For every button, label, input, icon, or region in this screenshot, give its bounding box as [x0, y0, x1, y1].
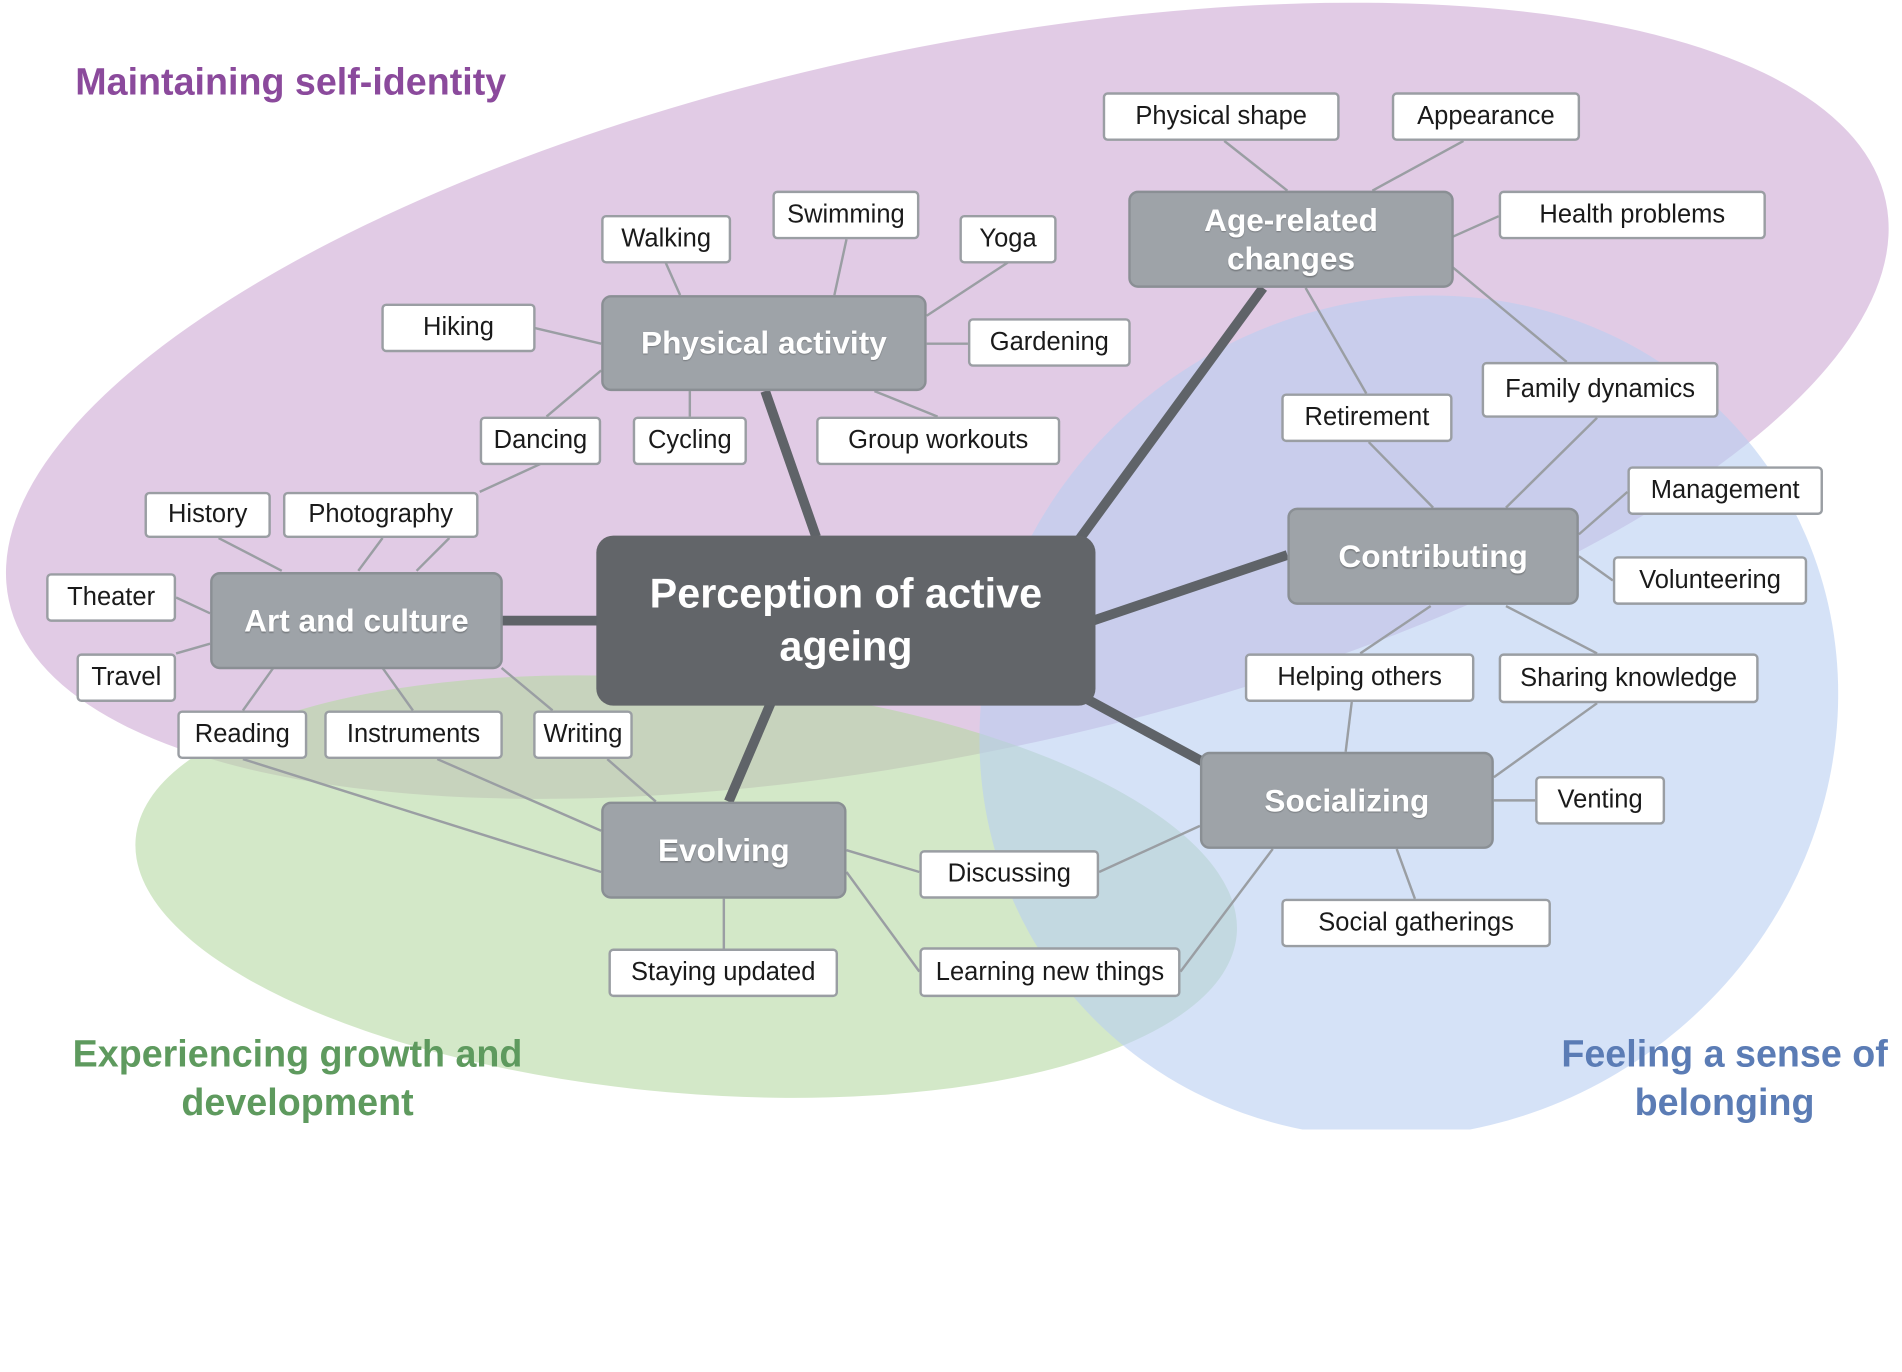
item-instruments: Instruments [324, 710, 503, 760]
item-sharing-knowledge: Sharing knowledge [1498, 653, 1759, 704]
item-dancing: Dancing [479, 416, 602, 466]
item-management: Management [1627, 466, 1823, 515]
theme-physical-activity: Physical activity [601, 295, 927, 392]
item-physical-shape: Physical shape [1102, 92, 1340, 141]
item-learning-new-things: Learning new things [919, 947, 1181, 998]
item-helping-others: Helping others [1244, 653, 1475, 702]
item-staying-updated: Staying updated [608, 948, 839, 998]
item-history: History [144, 491, 271, 539]
item-gardening: Gardening [967, 318, 1131, 367]
item-cycling: Cycling [632, 416, 747, 466]
item-writing: Writing [533, 710, 633, 760]
item-photography: Photography [282, 491, 479, 539]
item-volunteering: Volunteering [1612, 556, 1808, 605]
theme-socializing: Socializing [1199, 751, 1494, 849]
domain-label-growth: Experiencing growth and development [72, 1032, 523, 1124]
item-discussing: Discussing [919, 850, 1100, 899]
item-appearance: Appearance [1391, 92, 1581, 141]
item-theater: Theater [46, 573, 177, 622]
item-swimming: Swimming [772, 190, 920, 240]
item-venting: Venting [1535, 776, 1666, 825]
item-social-gatherings: Social gatherings [1281, 898, 1551, 948]
theme-contributing: Contributing [1287, 507, 1579, 605]
item-reading: Reading [177, 710, 308, 760]
item-travel: Travel [76, 653, 177, 702]
thick-connectors [501, 284, 1289, 804]
item-hiking: Hiking [381, 303, 536, 353]
item-health-problems: Health problems [1498, 190, 1766, 240]
item-yoga: Yoga [959, 214, 1057, 264]
item-family-dynamics: Family dynamics [1481, 361, 1719, 418]
item-walking: Walking [601, 214, 732, 264]
domain-label-self-identity: Maintaining self-identity [75, 60, 507, 104]
thin-connectors [175, 139, 1629, 973]
item-group-workouts: Group workouts [816, 416, 1061, 466]
theme-age-related-changes: Age-related changes [1128, 190, 1454, 288]
domain-label-belonging: Feeling a sense of belonging [1561, 1032, 1888, 1124]
belonging-region [979, 295, 1839, 1130]
item-retirement: Retirement [1281, 393, 1453, 443]
theme-evolving: Evolving [601, 801, 847, 899]
central-node: Perception of active ageing [596, 535, 1096, 706]
theme-art-and-culture: Art and culture [210, 572, 503, 670]
